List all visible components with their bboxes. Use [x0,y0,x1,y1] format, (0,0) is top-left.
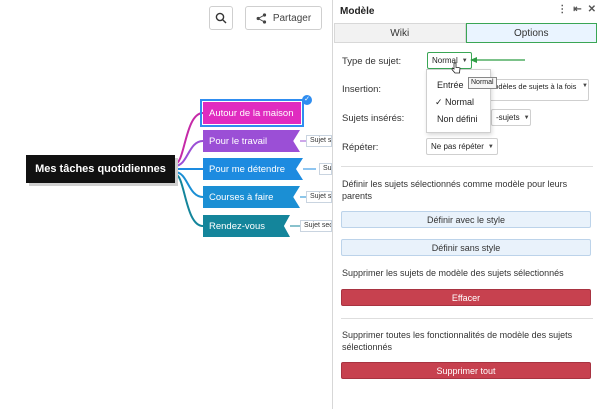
inserted-topics-value: -sujets [496,113,520,122]
repeat-select[interactable]: Ne pas répéter▼ [426,138,498,155]
close-icon[interactable]: ✕ [587,4,596,15]
template-panel: Modèle ⋮ ⇤ ✕ Wiki Options Type de sujet:… [332,0,600,409]
chevron-down-icon: ▼ [582,83,588,89]
search-icon [215,12,227,24]
insertion-value: modèles de sujets à la fois [488,82,577,91]
topic-label: Pour le travail [209,135,268,147]
insertion-select[interactable]: modèles de sujets à la fois ▼ [483,79,589,101]
subtopic[interactable]: Sujet se [306,135,332,147]
chevron-down-icon: ▼ [523,114,530,121]
repeat-label: Répéter: [342,142,379,153]
topic-label: Autour de la maison [209,107,294,119]
chevron-down-icon: ▼ [487,143,494,150]
insertion-label: Insertion: [342,84,382,95]
mindmap-canvas[interactable]: Partager Mes tâches quotidiennes Autour … [0,0,332,409]
dropdown-item-entree[interactable]: Entrée [437,80,464,90]
define-template-text: Définir les sujets sélectionnés comme mo… [342,179,568,201]
topic-type-value: Normal [432,56,458,65]
tab-options[interactable]: Options [465,23,597,43]
panel-title: Modèle [340,5,375,17]
dropdown-item-normal[interactable]: ✓ Normal [435,97,475,107]
topic-label: Courses à faire [209,191,274,203]
topic-courses-a-faire[interactable]: Courses à faire [203,186,300,208]
inserted-topics-label: Sujets insérés: [342,113,405,124]
share-icon [256,12,266,24]
share-button[interactable]: Partager [245,6,322,30]
repeat-value: Ne pas répéter [431,142,484,151]
tab-wiki[interactable]: Wiki [334,23,466,43]
collapse-panel-icon[interactable]: ⇤ [573,4,582,15]
mindmap-connectors [174,112,316,227]
topic-pour-me-detendre[interactable]: Pour me détendre [203,158,303,180]
hand-cursor-icon [451,62,461,74]
subtopic[interactable]: Sujet s [319,163,332,175]
delete-all-button[interactable]: Supprimer tout [341,362,591,379]
define-without-style-button[interactable]: Définir sans style [341,239,591,256]
topic-label: Rendez-vous [209,220,265,232]
topic-type-select[interactable]: Normal▼ [427,52,472,69]
central-topic[interactable]: Mes tâches quotidiennes [26,155,175,183]
subtopic[interactable]: Sujet s [306,191,332,203]
panel-header: Modèle ⋮ ⇤ ✕ [333,0,600,22]
dropdown-item-non-defini[interactable]: Non défini [437,114,478,124]
panel-tabs: Wiki Options [334,23,597,43]
arrow-annotation [470,57,525,63]
subtopic[interactable]: Sujet sec [300,220,332,232]
topic-type-label: Type de sujet: [342,56,402,67]
chevron-down-icon: ▼ [461,57,468,64]
search-button[interactable] [209,6,233,30]
more-options-icon[interactable]: ⋮ [557,4,568,15]
collapse-icon[interactable]: ✓ [302,95,312,105]
topic-rendez-vous[interactable]: Rendez-vous [203,215,290,237]
tooltip: Normal [468,77,497,89]
inserted-topics-select[interactable]: -sujets▼ [491,109,531,126]
divider [341,166,593,167]
remove-all-text: Supprimer toutes les fonctionnalités de … [342,330,573,352]
clear-button[interactable]: Effacer [341,289,591,306]
define-with-style-button[interactable]: Définir avec le style [341,211,591,228]
share-button-label: Partager [272,12,312,24]
divider [341,318,593,319]
topic-pour-le-travail[interactable]: Pour le travail [203,130,300,152]
topic-label: Pour me détendre [209,163,286,175]
remove-template-text: Supprimer les sujets de modèle des sujet… [342,268,564,278]
topic-autour-de-la-maison[interactable]: Autour de la maison [200,99,304,127]
